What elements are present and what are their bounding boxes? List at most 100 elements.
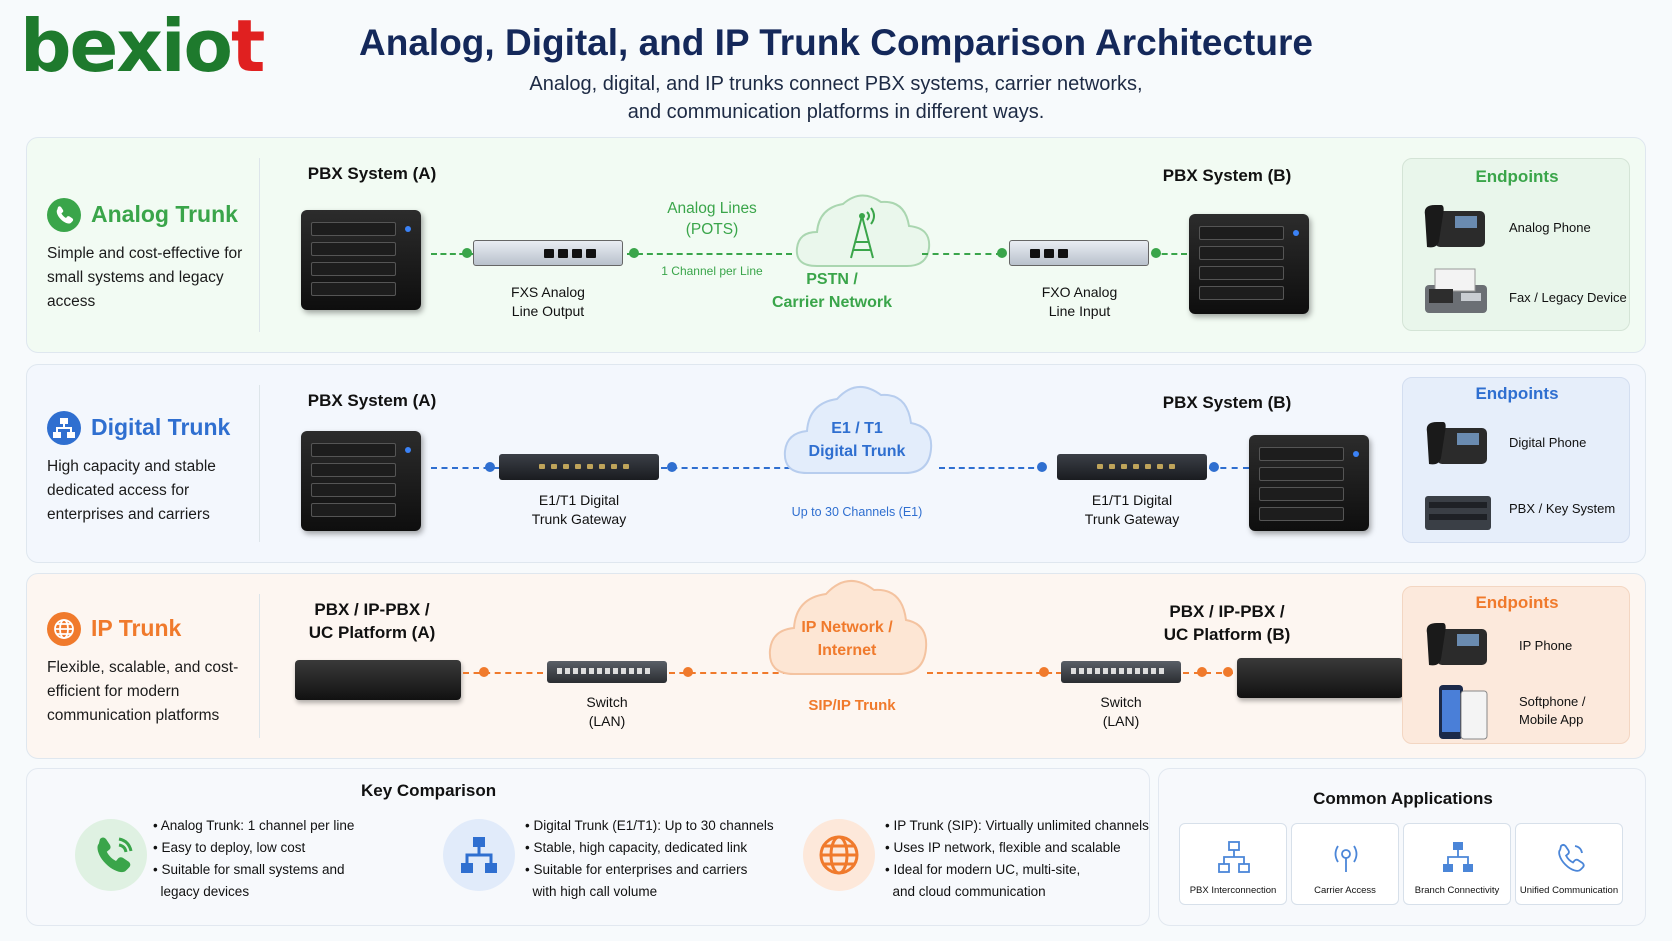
subtitle-line-2: and communication platforms in different… bbox=[627, 101, 1045, 123]
subtitle-line-1: Analog, digital, and IP trunks connect P… bbox=[529, 73, 1143, 95]
pstn-cloud-icon bbox=[795, 194, 931, 267]
pbx-a-label: PBX System (A) bbox=[307, 164, 437, 183]
ip-trunk-row: IP Trunk Flexible, scalable, and cost-ef… bbox=[26, 573, 1646, 759]
phone-icon bbox=[1558, 843, 1585, 872]
list-item: with high call volume bbox=[532, 884, 658, 899]
hierarchy-icon bbox=[1218, 841, 1250, 873]
endpoints-title: Endpoints bbox=[1475, 167, 1559, 186]
app-label: PBX Interconnection bbox=[1189, 885, 1277, 896]
list-item: IP Trunk (SIP): Virtually unlimited chan… bbox=[885, 815, 1148, 837]
pbx-b-label: PBX System (B) bbox=[1162, 166, 1292, 185]
analog-lines-label: Analog Lines(POTS) bbox=[667, 200, 757, 238]
network-icon bbox=[47, 411, 81, 445]
phone-icon bbox=[47, 198, 81, 232]
brand-logo: bexiot bbox=[20, 4, 265, 88]
ip-pbx-a-device bbox=[295, 660, 461, 700]
page-title: Analog, Digital, and IP Trunk Comparison… bbox=[359, 22, 1313, 63]
ip-endpoints: Endpoints IP Phone Softphone /Mobile App bbox=[1402, 586, 1630, 744]
digital-comparison-list: Digital Trunk (E1/T1): Up to 30 channels… bbox=[525, 815, 774, 903]
app-card-carrier-access: Carrier Access bbox=[1291, 823, 1399, 905]
ip-trunk-desc: Flexible, scalable, and cost-efficient f… bbox=[47, 659, 239, 724]
endpoint-key-system: PBX / Key System bbox=[1509, 501, 1616, 516]
smartphone-icon bbox=[1439, 685, 1488, 740]
list-item: legacy devices bbox=[160, 884, 250, 899]
row-divider bbox=[259, 158, 260, 332]
list-item: Suitable for small systems and bbox=[153, 859, 354, 881]
app-card-unified-communication: Unified Communication bbox=[1515, 823, 1623, 905]
fax-icon bbox=[1425, 268, 1487, 313]
phone-icon bbox=[75, 819, 147, 891]
pbx-a-label: PBX / IP-PBX /UC Platform (A) bbox=[308, 600, 436, 642]
network-icon bbox=[443, 819, 515, 891]
antenna-icon bbox=[1334, 845, 1358, 872]
fxs-gateway bbox=[473, 240, 623, 266]
analog-lines-note: 1 Channel per Line bbox=[661, 264, 763, 278]
fxo-gateway bbox=[1009, 240, 1149, 266]
ip-comparison-list: IP Trunk (SIP): Virtually unlimited chan… bbox=[885, 815, 1149, 903]
switch-b-icon bbox=[1061, 661, 1181, 683]
list-item: Digital Trunk (E1/T1): Up to 30 channels bbox=[525, 815, 773, 837]
ip-pbx-b-device bbox=[1237, 658, 1403, 698]
digital-trunk-cloud-icon bbox=[783, 386, 933, 474]
list-item: Stable, high capacity, dedicated link bbox=[525, 837, 774, 859]
branch-network-icon bbox=[1443, 842, 1473, 872]
key-comparison-title: Key Comparison bbox=[361, 781, 497, 800]
pbx-b-server bbox=[1249, 435, 1369, 531]
pbx-b-label: PBX System (B) bbox=[1162, 393, 1292, 412]
e1-gateway-a bbox=[499, 454, 659, 480]
list-item: Easy to deploy, low cost bbox=[153, 837, 354, 859]
list-item: Uses IP network, flexible and scalable bbox=[885, 837, 1149, 859]
endpoints-title: Endpoints bbox=[1475, 384, 1559, 403]
pbx-a-server bbox=[301, 210, 421, 310]
list-item: Suitable for enterprises and carriers bbox=[525, 859, 774, 881]
analog-comparison-list: Analog Trunk: 1 channel per line Easy to… bbox=[153, 815, 355, 903]
app-label: Unified Communication bbox=[1519, 885, 1619, 896]
app-label: Carrier Access bbox=[1314, 885, 1376, 896]
ip-trunk-title: IP Trunk bbox=[91, 615, 182, 641]
analog-phone-icon bbox=[1424, 205, 1485, 248]
list-item: Ideal for modern UC, multi-site, bbox=[885, 859, 1149, 881]
analog-trunk-row: Analog Trunk Simple and cost-effective f… bbox=[26, 137, 1646, 353]
app-card-branch-connectivity: Branch Connectivity bbox=[1403, 823, 1511, 905]
digital-phone-icon bbox=[1426, 422, 1487, 465]
pstn-cloud-label: PSTN /Carrier Network bbox=[771, 271, 893, 311]
endpoint-fax: Fax / Legacy Device bbox=[1509, 290, 1627, 305]
e1-gateway-b bbox=[1057, 454, 1207, 480]
page-subtitle: Analog, digital, and IP trunks connect P… bbox=[0, 70, 1672, 126]
endpoint-digital-phone: Digital Phone bbox=[1509, 435, 1587, 450]
digital-endpoints: Endpoints Digital Phone PBX / Key System bbox=[1402, 377, 1630, 543]
digital-cloud-note: Up to 30 Channels (E1) bbox=[791, 505, 923, 519]
digital-trunk-desc: High capacity and stable dedicated acces… bbox=[47, 458, 216, 523]
endpoint-softphone: Softphone /Mobile App bbox=[1519, 694, 1586, 727]
switch-a-label: Switch(LAN) bbox=[586, 694, 628, 729]
endpoint-ip-phone: IP Phone bbox=[1519, 638, 1573, 653]
ip-cloud-note: SIP/IP Trunk bbox=[808, 697, 896, 714]
common-applications-panel: Common Applications PBX Interconnection … bbox=[1158, 768, 1646, 926]
app-card-pbx-interconnection: PBX Interconnection bbox=[1179, 823, 1287, 905]
row-divider bbox=[259, 594, 260, 738]
switch-a-icon bbox=[547, 661, 667, 683]
endpoint-analog-phone: Analog Phone bbox=[1509, 220, 1591, 235]
switch-b-label: Switch(LAN) bbox=[1100, 694, 1142, 729]
list-item: Analog Trunk: 1 channel per line bbox=[153, 815, 355, 837]
ip-network-cloud-icon bbox=[768, 580, 928, 675]
pbx-a-label: PBX System (A) bbox=[307, 391, 437, 410]
digital-trunk-title: Digital Trunk bbox=[91, 414, 231, 440]
endpoints-title: Endpoints bbox=[1475, 593, 1559, 612]
analog-trunk-desc: Simple and cost-effective for small syst… bbox=[47, 245, 243, 310]
pbx-b-server bbox=[1189, 214, 1309, 314]
row-divider bbox=[259, 385, 260, 542]
key-system-icon bbox=[1425, 496, 1491, 530]
pbx-b-label: PBX / IP-PBX /UC Platform (B) bbox=[1163, 602, 1291, 644]
globe-icon bbox=[47, 612, 81, 646]
key-comparison-panel: Key Comparison Analog Trunk: 1 channel p… bbox=[26, 768, 1150, 926]
digital-trunk-row: Digital Trunk High capacity and stable d… bbox=[26, 364, 1646, 563]
common-applications-title: Common Applications bbox=[1313, 789, 1493, 808]
ip-cloud-label: IP Network /Internet bbox=[801, 619, 893, 659]
app-label: Branch Connectivity bbox=[1414, 885, 1500, 896]
